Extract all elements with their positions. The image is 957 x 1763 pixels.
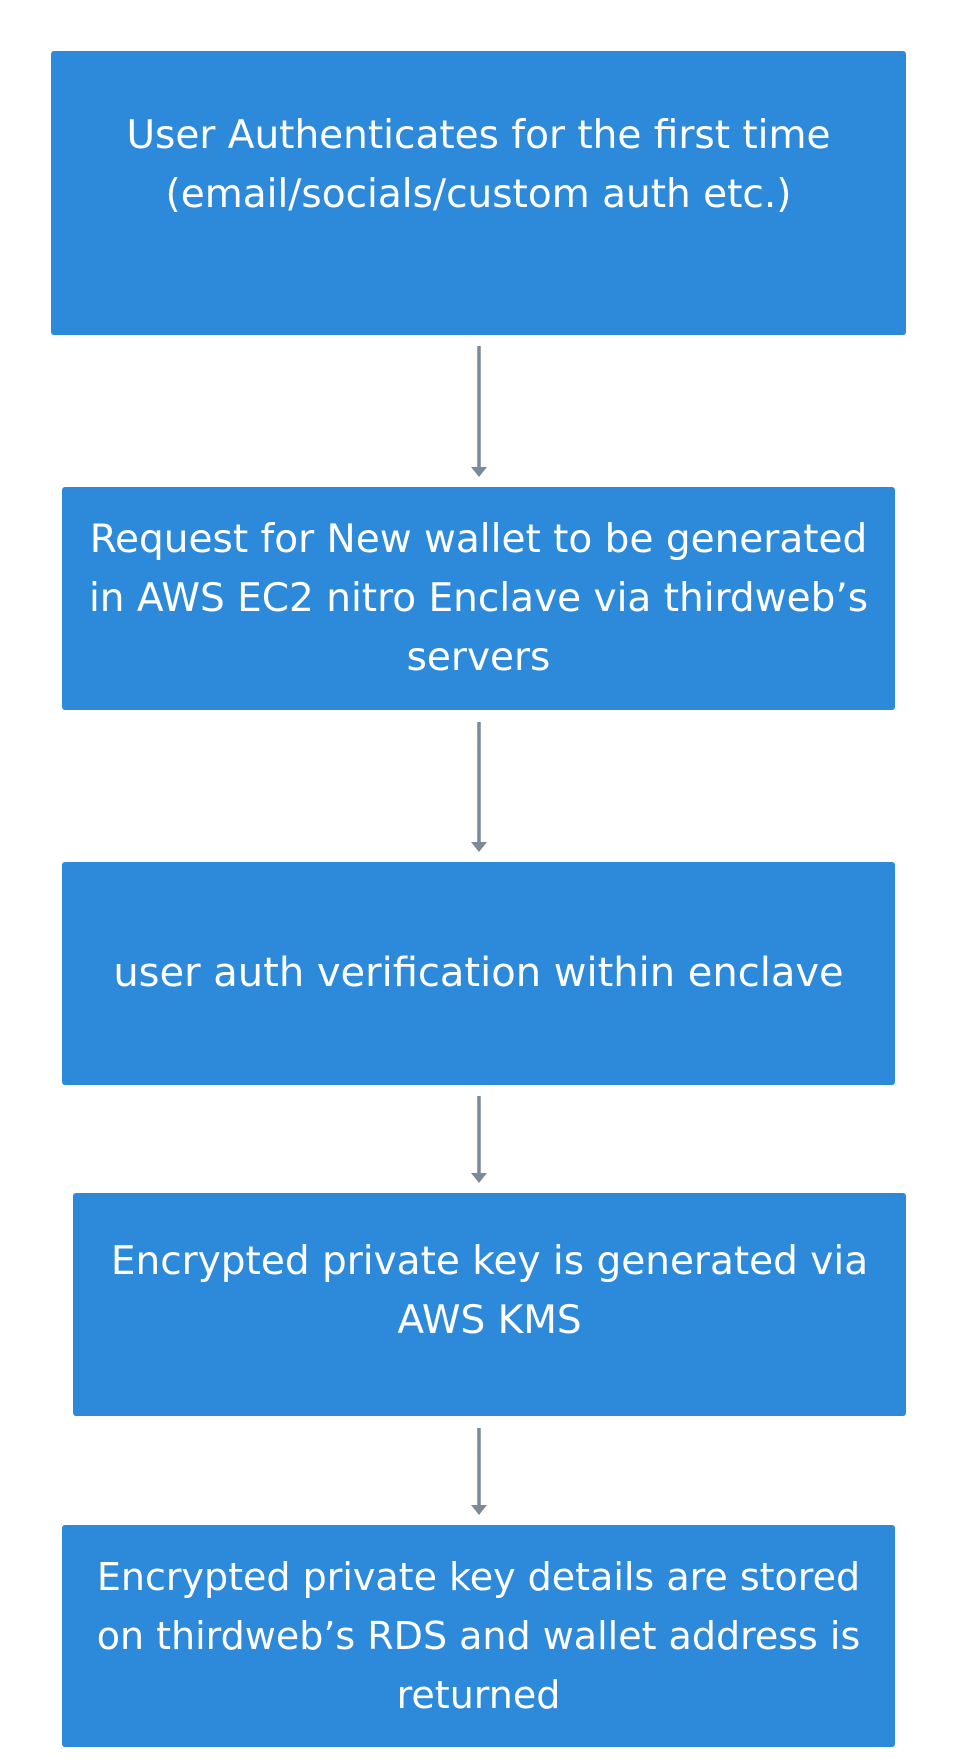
step-label: user auth verification within enclave [113, 950, 844, 996]
arrow-down-icon [471, 1428, 487, 1515]
step-label: Encrypted private key details are stored… [96, 1554, 861, 1717]
step-box-request-new-wallet: Request for New wallet to be generated i… [62, 487, 895, 710]
step-box-key-stored: Encrypted private key details are stored… [62, 1525, 895, 1747]
step-box-user-authenticates: User Authenticates for the first time (e… [51, 51, 906, 335]
arrow-down-icon [471, 722, 487, 852]
step-label: User Authenticates for the first time (e… [126, 113, 831, 217]
step-label: Request for New wallet to be generated i… [88, 517, 869, 680]
step-label: Encrypted private key is generated via A… [110, 1238, 869, 1343]
step-box-auth-verification: user auth verification within enclave [62, 862, 895, 1085]
arrow-down-icon [471, 1096, 487, 1183]
arrow-down-icon [471, 346, 487, 477]
step-box-key-generated: Encrypted private key is generated via A… [73, 1193, 906, 1416]
